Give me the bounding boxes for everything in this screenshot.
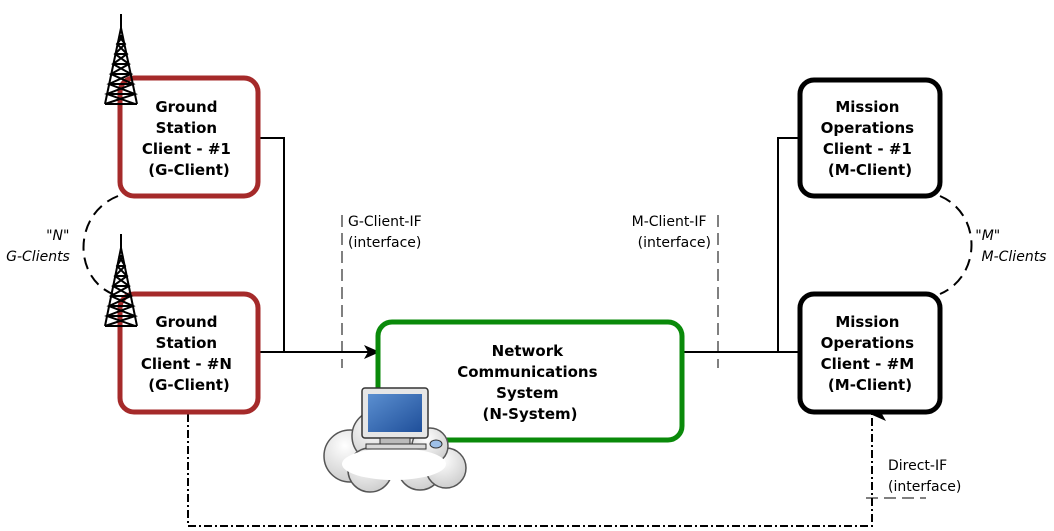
ground-client-1[interactable]: Ground Station Client - #1 (G-Client) (117, 75, 261, 199)
direct-if-label: Direct-IF (interface) (888, 458, 961, 495)
ground-client-n-label: Ground Station Client - #N (G-Client) (141, 313, 237, 394)
mission-client-1-label: Mission Operations Client - #1 (M-Client… (821, 98, 920, 179)
g-clients-group-label: "N" G-Clients (6, 228, 74, 265)
computer-cloud-icon (323, 387, 467, 493)
ground-client-1-label: Ground Station Client - #1 (G-Client) (142, 98, 236, 179)
mission-client-1[interactable]: Mission Operations Client - #1 (M-Client… (797, 77, 943, 199)
direct-if-connector (187, 407, 886, 527)
m-clients-group-label: "M" M-Clients (975, 228, 1046, 265)
mission-client-m[interactable]: Mission Operations Client - #M (M-Client… (797, 291, 943, 415)
network-system-box[interactable] (375, 319, 685, 443)
g-client-connector (258, 137, 380, 359)
m-clients-group-arc (939, 195, 973, 295)
m-client-connector (670, 137, 800, 359)
antenna-tower-icon (104, 234, 138, 327)
ground-client-n-box[interactable] (117, 291, 261, 415)
m-client-if-label: M-Client-IF (interface) (632, 214, 711, 251)
mission-client-1-box[interactable] (797, 77, 943, 199)
ground-client-1-box[interactable] (117, 75, 261, 199)
mission-client-m-label: Mission Operations Client - #M (M-Client… (821, 313, 920, 394)
network-system-label: Network Communications System (N-System) (457, 342, 603, 423)
ground-client-n[interactable]: Ground Station Client - #N (G-Client) (117, 291, 261, 415)
mission-client-m-box[interactable] (797, 291, 943, 415)
antenna-tower-icon (104, 14, 138, 105)
g-client-if-label: G-Client-IF (interface) (348, 214, 426, 251)
g-clients-group-arc (82, 195, 119, 297)
